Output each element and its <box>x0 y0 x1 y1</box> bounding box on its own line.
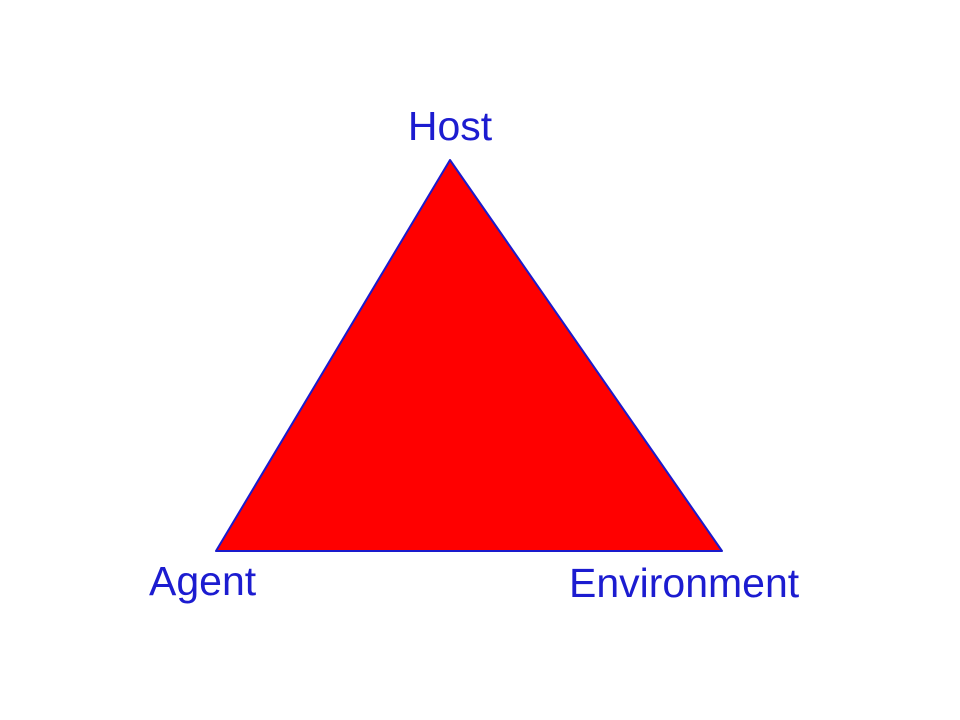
vertex-label-environment: Environment <box>569 560 800 606</box>
triangle-shape <box>215 159 723 552</box>
vertex-label-host: Host <box>408 103 493 149</box>
vertex-label-agent: Agent <box>149 558 257 604</box>
